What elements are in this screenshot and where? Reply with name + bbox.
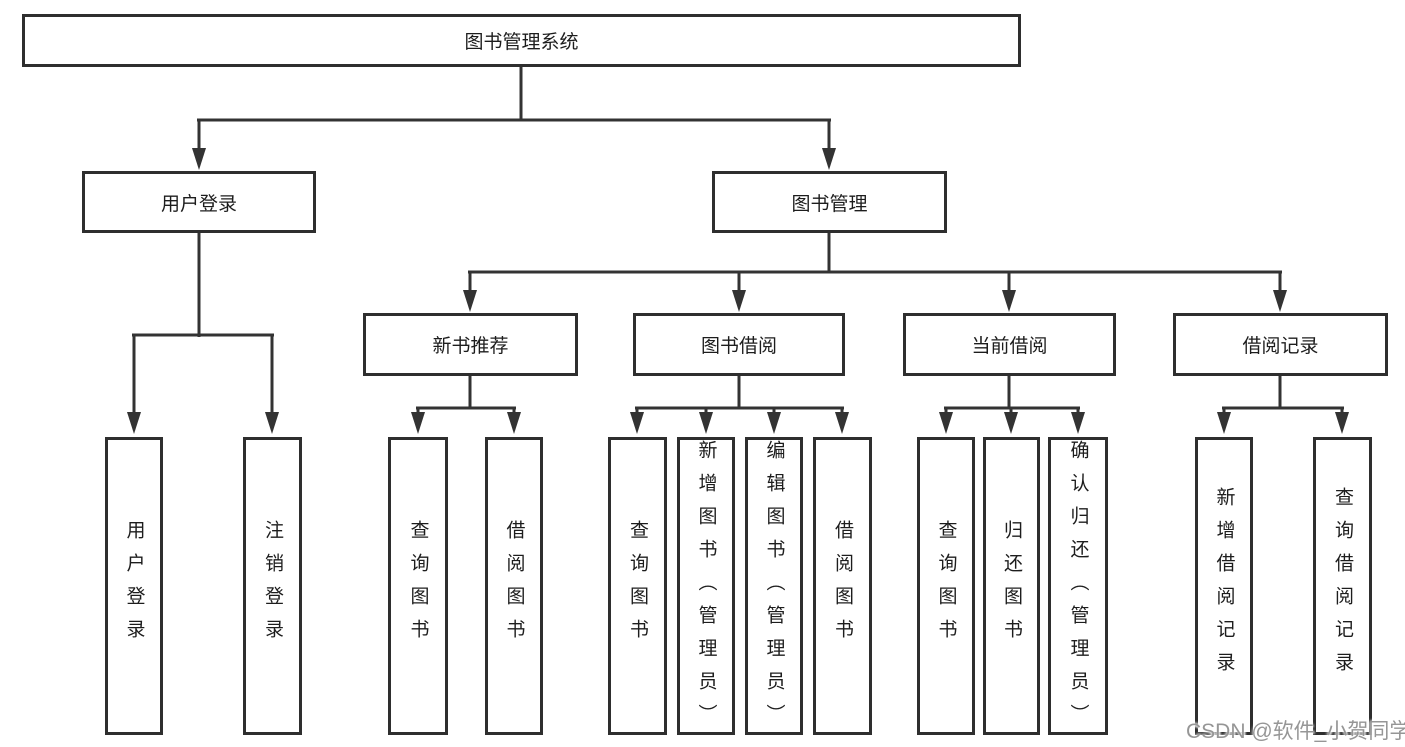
arrow-down-icon (835, 412, 849, 434)
leaf-br-query-record: 查询借阅记录 (1313, 437, 1372, 735)
leaf-bb-add-books-admin: 新增图书（管理员） (677, 437, 735, 737)
node-current-borrow: 当前借阅 (903, 313, 1116, 376)
arrow-down-icon (1335, 412, 1349, 434)
node-user-login: 用户登录 (82, 171, 316, 233)
leaf-logout-label: 注销登录 (262, 520, 283, 652)
node-borrow-records-label: 借阅记录 (1242, 336, 1319, 357)
connector-leaf-stem (840, 408, 844, 414)
arrow-down-icon (1217, 412, 1231, 434)
leaf-cb-confirm-return-admin-label: 确认归还（管理员） (1067, 440, 1089, 737)
connector-book-borrow-split (635, 406, 844, 410)
connector-user-login-split (132, 333, 274, 337)
leaf-bb-query-books-label: 查询图书 (627, 520, 648, 652)
connector-level3-stem (1278, 272, 1282, 290)
csdn-watermark: CSDN @软件_小贺同学 (1186, 720, 1405, 743)
connector-leaf-stem (1076, 408, 1080, 414)
leaf-user-login-label: 用户登录 (123, 520, 145, 652)
node-book-borrow-label: 图书借阅 (700, 336, 777, 357)
connector-leaf-stem (416, 408, 420, 414)
connector-level3-stem (1007, 272, 1011, 290)
connector-book-mgmt-stem (827, 120, 831, 150)
node-new-book-rec-label: 新书推荐 (432, 336, 509, 357)
leaf-nb-borrow-books-label: 借阅图书 (503, 520, 525, 652)
leaf-user-login: 用户登录 (105, 437, 163, 735)
node-root: 图书管理系统 (22, 14, 1021, 67)
leaf-bb-add-books-admin-label: 新增图书（管理员） (695, 440, 717, 737)
connector-leaf-stem (704, 408, 708, 414)
connector-root-split (197, 118, 831, 122)
arrow-down-icon (463, 290, 477, 312)
leaf-bb-borrow-books: 借阅图书 (813, 437, 872, 735)
arrow-down-icon (732, 290, 746, 312)
connector-leaf-stem (1222, 408, 1226, 414)
leaf-nb-borrow-books: 借阅图书 (485, 437, 543, 735)
arrow-down-icon (939, 412, 953, 434)
connector-level3-stem (468, 272, 472, 290)
node-root-label: 图书管理系统 (464, 32, 579, 53)
node-current-borrow-label: 当前借阅 (971, 336, 1048, 357)
connector-book-mgmt-down (827, 233, 831, 273)
arrow-down-icon (1273, 290, 1287, 312)
arrow-down-icon (192, 148, 206, 170)
connector-leaf-stem (1009, 408, 1013, 414)
leaf-cb-return-books: 归还图书 (983, 437, 1040, 735)
connector-leaf-stem (635, 408, 639, 414)
connector-user-login-stem (197, 120, 201, 150)
leaf-bb-edit-books-admin-label: 编辑图书（管理员） (763, 440, 785, 737)
node-borrow-records: 借阅记录 (1173, 313, 1388, 376)
connector-leaf-stem (1340, 408, 1344, 414)
leaf-nb-query-books-label: 查询图书 (407, 520, 429, 652)
arrow-down-icon (699, 412, 713, 434)
node-book-mgmt: 图书管理 (712, 171, 947, 233)
arrow-down-icon (1004, 412, 1018, 434)
connector-book-borrow-down (737, 376, 741, 409)
connector-leaf-stem (132, 335, 136, 412)
connector-leaf-stem (772, 408, 776, 414)
arrow-down-icon (822, 148, 836, 170)
leaf-bb-query-books: 查询图书 (608, 437, 667, 735)
leaf-cb-return-books-label: 归还图书 (1001, 520, 1022, 652)
connector-user-login-down (197, 233, 201, 337)
leaf-br-add-record: 新增借阅记录 (1195, 437, 1253, 735)
connector-new-book-rec-down (468, 376, 472, 409)
connector-leaf-stem (270, 335, 274, 412)
arrow-down-icon (507, 412, 521, 434)
node-book-borrow: 图书借阅 (633, 313, 845, 376)
leaf-br-add-record-label: 新增借阅记录 (1213, 487, 1235, 685)
leaf-bb-borrow-books-label: 借阅图书 (832, 520, 853, 652)
arrow-down-icon (767, 412, 781, 434)
leaf-logout: 注销登录 (243, 437, 302, 735)
arrow-down-icon (265, 412, 279, 434)
arrow-down-icon (127, 412, 141, 434)
leaf-cb-query-books-label: 查询图书 (935, 520, 957, 652)
connector-level3-stem (737, 272, 741, 290)
connector-root-stem (519, 67, 523, 121)
arrow-down-icon (411, 412, 425, 434)
node-user-login-label: 用户登录 (160, 193, 237, 215)
connector-current-borrow-down (1007, 376, 1011, 409)
node-book-mgmt-label: 图书管理 (791, 193, 868, 215)
leaf-cb-query-books: 查询图书 (917, 437, 975, 735)
leaf-nb-query-books: 查询图书 (388, 437, 448, 735)
node-new-book-rec: 新书推荐 (363, 313, 578, 376)
connector-leaf-stem (512, 408, 516, 414)
arrow-down-icon (1002, 290, 1016, 312)
connector-borrow-records-down (1278, 376, 1282, 409)
arrow-down-icon (1071, 412, 1085, 434)
connector-book-mgmt-split (468, 270, 1282, 274)
leaf-cb-confirm-return-admin: 确认归还（管理员） (1048, 437, 1108, 737)
connector-leaf-stem (944, 408, 948, 414)
connector-borrow-records-split (1222, 406, 1344, 410)
leaf-bb-edit-books-admin: 编辑图书（管理员） (745, 437, 803, 737)
connector-new-book-rec-split (416, 406, 516, 410)
leaf-br-query-record-label: 查询借阅记录 (1332, 487, 1353, 685)
arrow-down-icon (630, 412, 644, 434)
